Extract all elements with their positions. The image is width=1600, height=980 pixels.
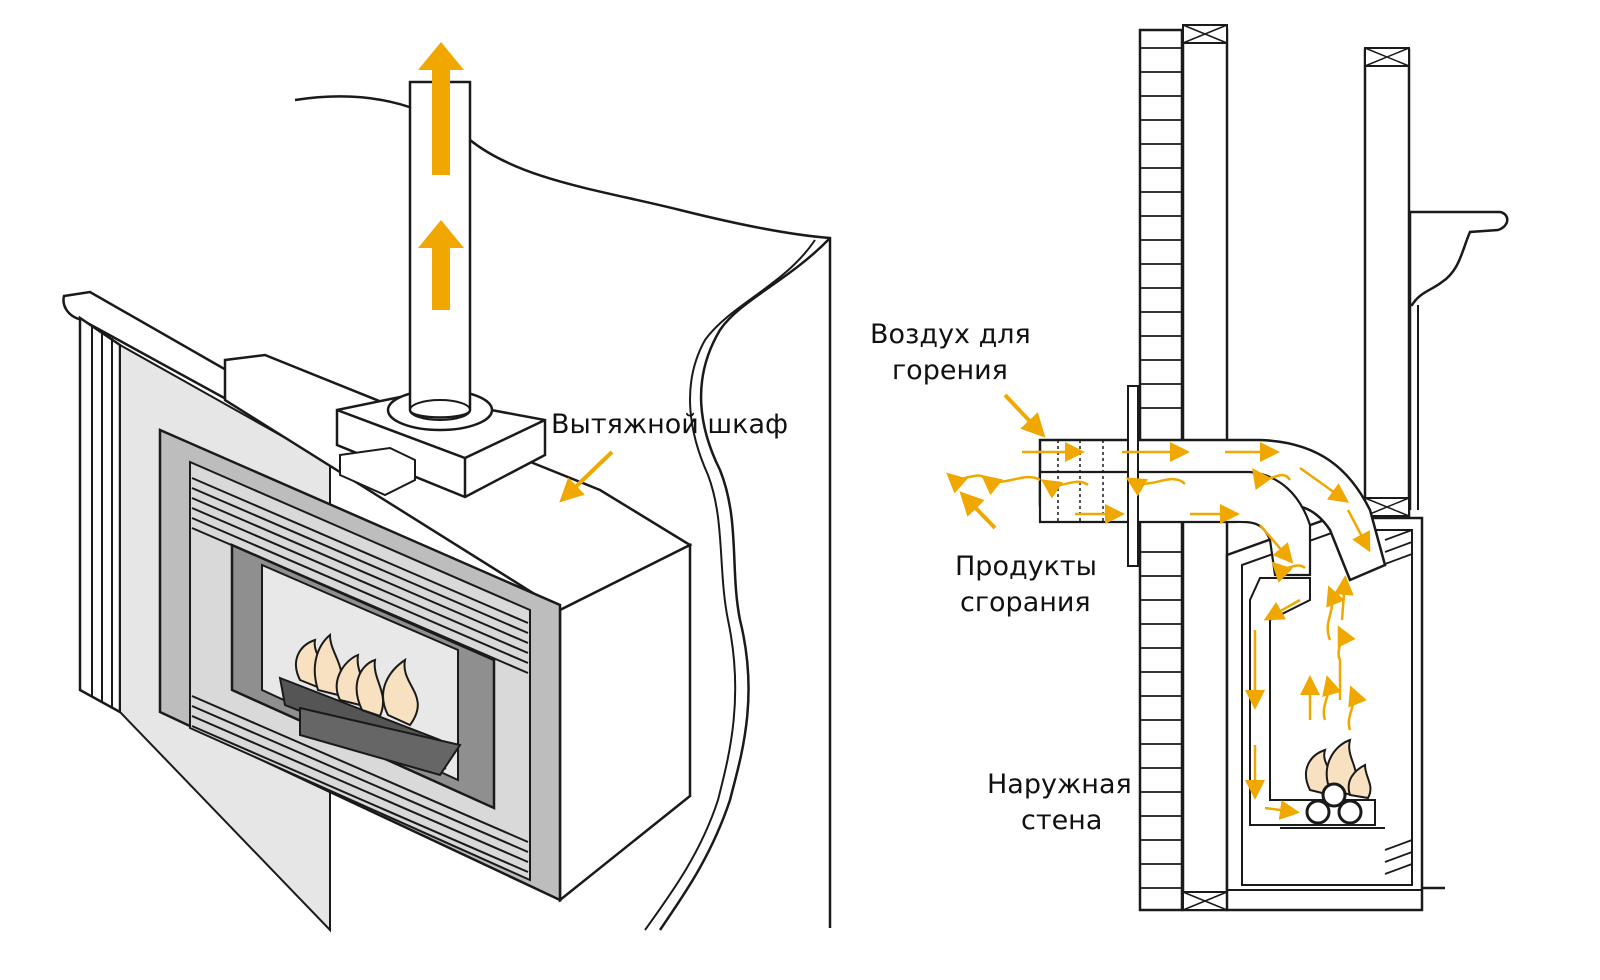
- flow-arrow: [1263, 598, 1301, 621]
- flow-arrow: [1326, 585, 1345, 641]
- flow-arrow: [1271, 561, 1306, 583]
- right-section-illustration: [946, 24, 1509, 912]
- flow-arrow: [1125, 477, 1186, 497]
- wall-cut-outline: [294, 95, 832, 928]
- combustion-air-label-line1: Воздух для: [870, 319, 1031, 350]
- chimney-liner-right: [1363, 48, 1411, 522]
- flow-arrow: [946, 472, 986, 494]
- up-arrow-top: [418, 42, 464, 175]
- wall-wavy-edge: [658, 237, 831, 931]
- combustion-air-pointer: [1003, 393, 1046, 438]
- baffle: [1249, 577, 1376, 826]
- log-right: [299, 706, 462, 777]
- exhaust-label-line1: Продукты: [955, 551, 1097, 582]
- collar-box-edge: [336, 408, 546, 497]
- outer-wall-label-line1: Наружная: [987, 769, 1132, 800]
- surround-left-panel: [78, 315, 122, 715]
- outer-wall-label-line2: стена: [1021, 805, 1103, 836]
- flow-arrows: [946, 442, 1371, 820]
- right-logs: [1305, 782, 1363, 825]
- right-flames: [1305, 738, 1372, 800]
- flow-arrow: [1259, 524, 1294, 564]
- hood-label: Вытяжной шкаф: [551, 409, 789, 440]
- flames-left: [295, 632, 419, 727]
- small-duct-box: [339, 446, 416, 497]
- flow-arrow: [1333, 575, 1354, 621]
- flow-arrow: [1040, 479, 1089, 499]
- up-arrow-bottom: [418, 220, 464, 310]
- label-pointers: [959, 393, 1046, 530]
- flow-arrow: [1346, 509, 1371, 553]
- wall-wavy-edge-inner: [644, 239, 816, 931]
- mantel-right: [1408, 210, 1509, 307]
- flow-arrow: [1264, 800, 1300, 820]
- flow-arrow: [1347, 685, 1367, 731]
- exhaust-pointer: [959, 491, 997, 530]
- combustion-air-label-line2: горения: [892, 355, 1008, 386]
- lower-louvers: [191, 695, 529, 873]
- flow-arrow: [1337, 625, 1356, 700]
- flow-arrow: [1322, 675, 1342, 721]
- exhaust-label-line2: сгорания: [960, 587, 1091, 618]
- hood-pointer-arrow: [559, 450, 614, 503]
- flow-arrow: [981, 474, 1041, 496]
- left-fireplace-illustration: [62, 42, 832, 933]
- exhaust-up-arrows: [418, 42, 464, 310]
- flow-arrow: [1252, 467, 1292, 491]
- flow-arrow: [1299, 466, 1350, 503]
